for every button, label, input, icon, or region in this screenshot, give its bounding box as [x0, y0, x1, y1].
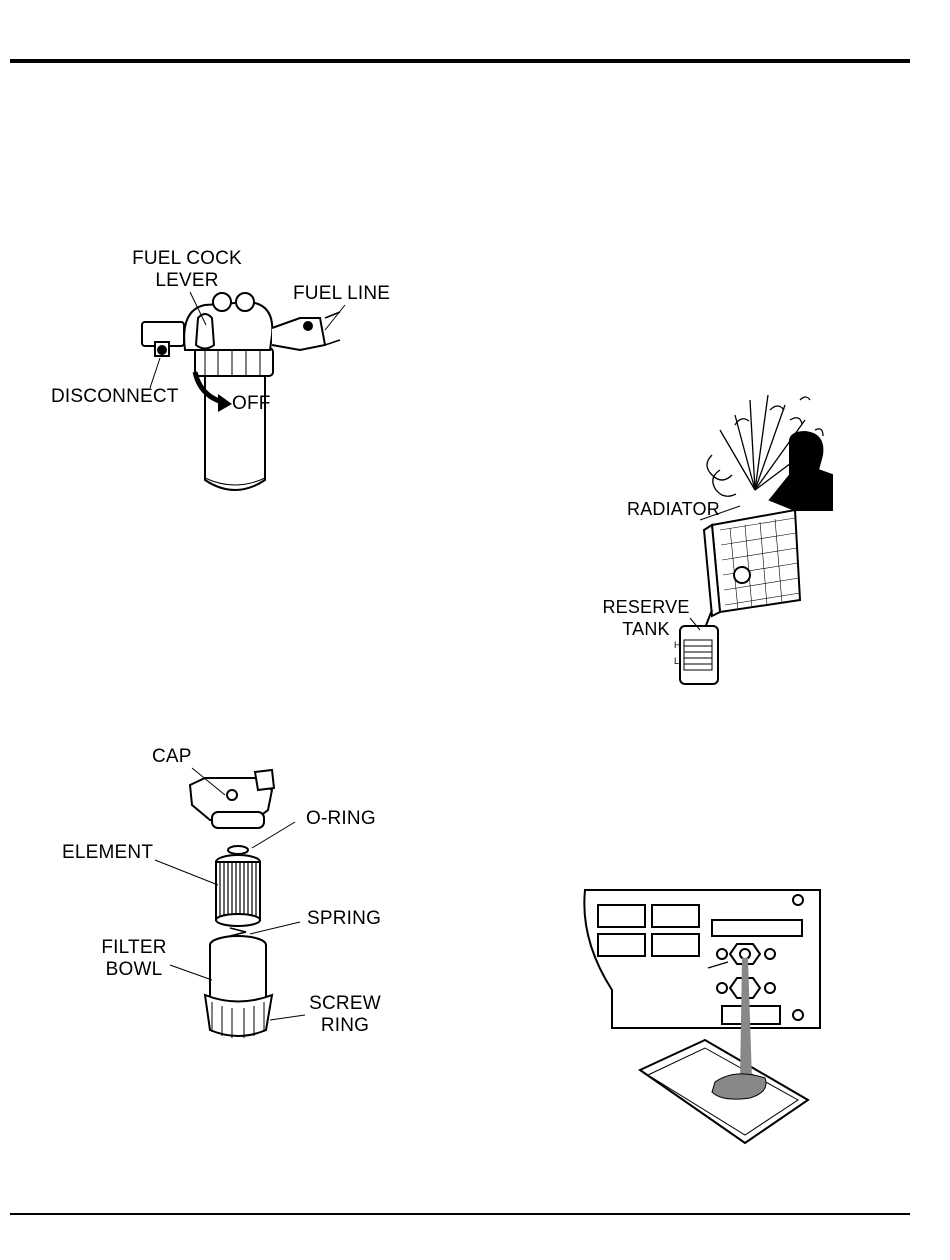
fuel-cock-lever-label: FUEL COCK LEVER	[126, 248, 248, 292]
tank-high-mark: H	[674, 640, 681, 650]
fuel-line-label: FUEL LINE	[293, 283, 390, 305]
screw-ring-label: SCREW RING	[300, 993, 390, 1037]
reserve-tank-label: RESERVE TANK	[600, 596, 692, 640]
screw-ring-label-line2: RING	[300, 1015, 390, 1037]
reserve-tank-label-line2: TANK	[600, 618, 692, 640]
filter-illustration	[155, 768, 305, 1038]
spring-label: SPRING	[307, 908, 381, 930]
drain-illustration	[584, 890, 820, 1143]
tank-low-mark: L	[674, 656, 679, 666]
filter-bowl-label: FILTER BOWL	[92, 937, 176, 981]
screw-ring-label-line1: SCREW	[300, 993, 390, 1015]
cap-label: CAP	[152, 746, 192, 768]
radiator-label: RADIATOR	[627, 498, 720, 520]
off-label: OFF	[232, 393, 271, 415]
disconnect-label: DISCONNECT	[51, 386, 179, 408]
o-ring-label: O-RING	[306, 808, 376, 830]
element-label: ELEMENT	[62, 842, 153, 864]
reserve-tank-label-line1: RESERVE	[600, 596, 692, 618]
radiator-illustration	[680, 395, 832, 684]
filter-bowl-label-line1: FILTER	[92, 937, 176, 959]
fuel-cock-lever-label-line2: LEVER	[126, 270, 248, 292]
filter-bowl-label-line2: BOWL	[92, 959, 176, 981]
fuel-cock-lever-label-line1: FUEL COCK	[126, 248, 248, 270]
